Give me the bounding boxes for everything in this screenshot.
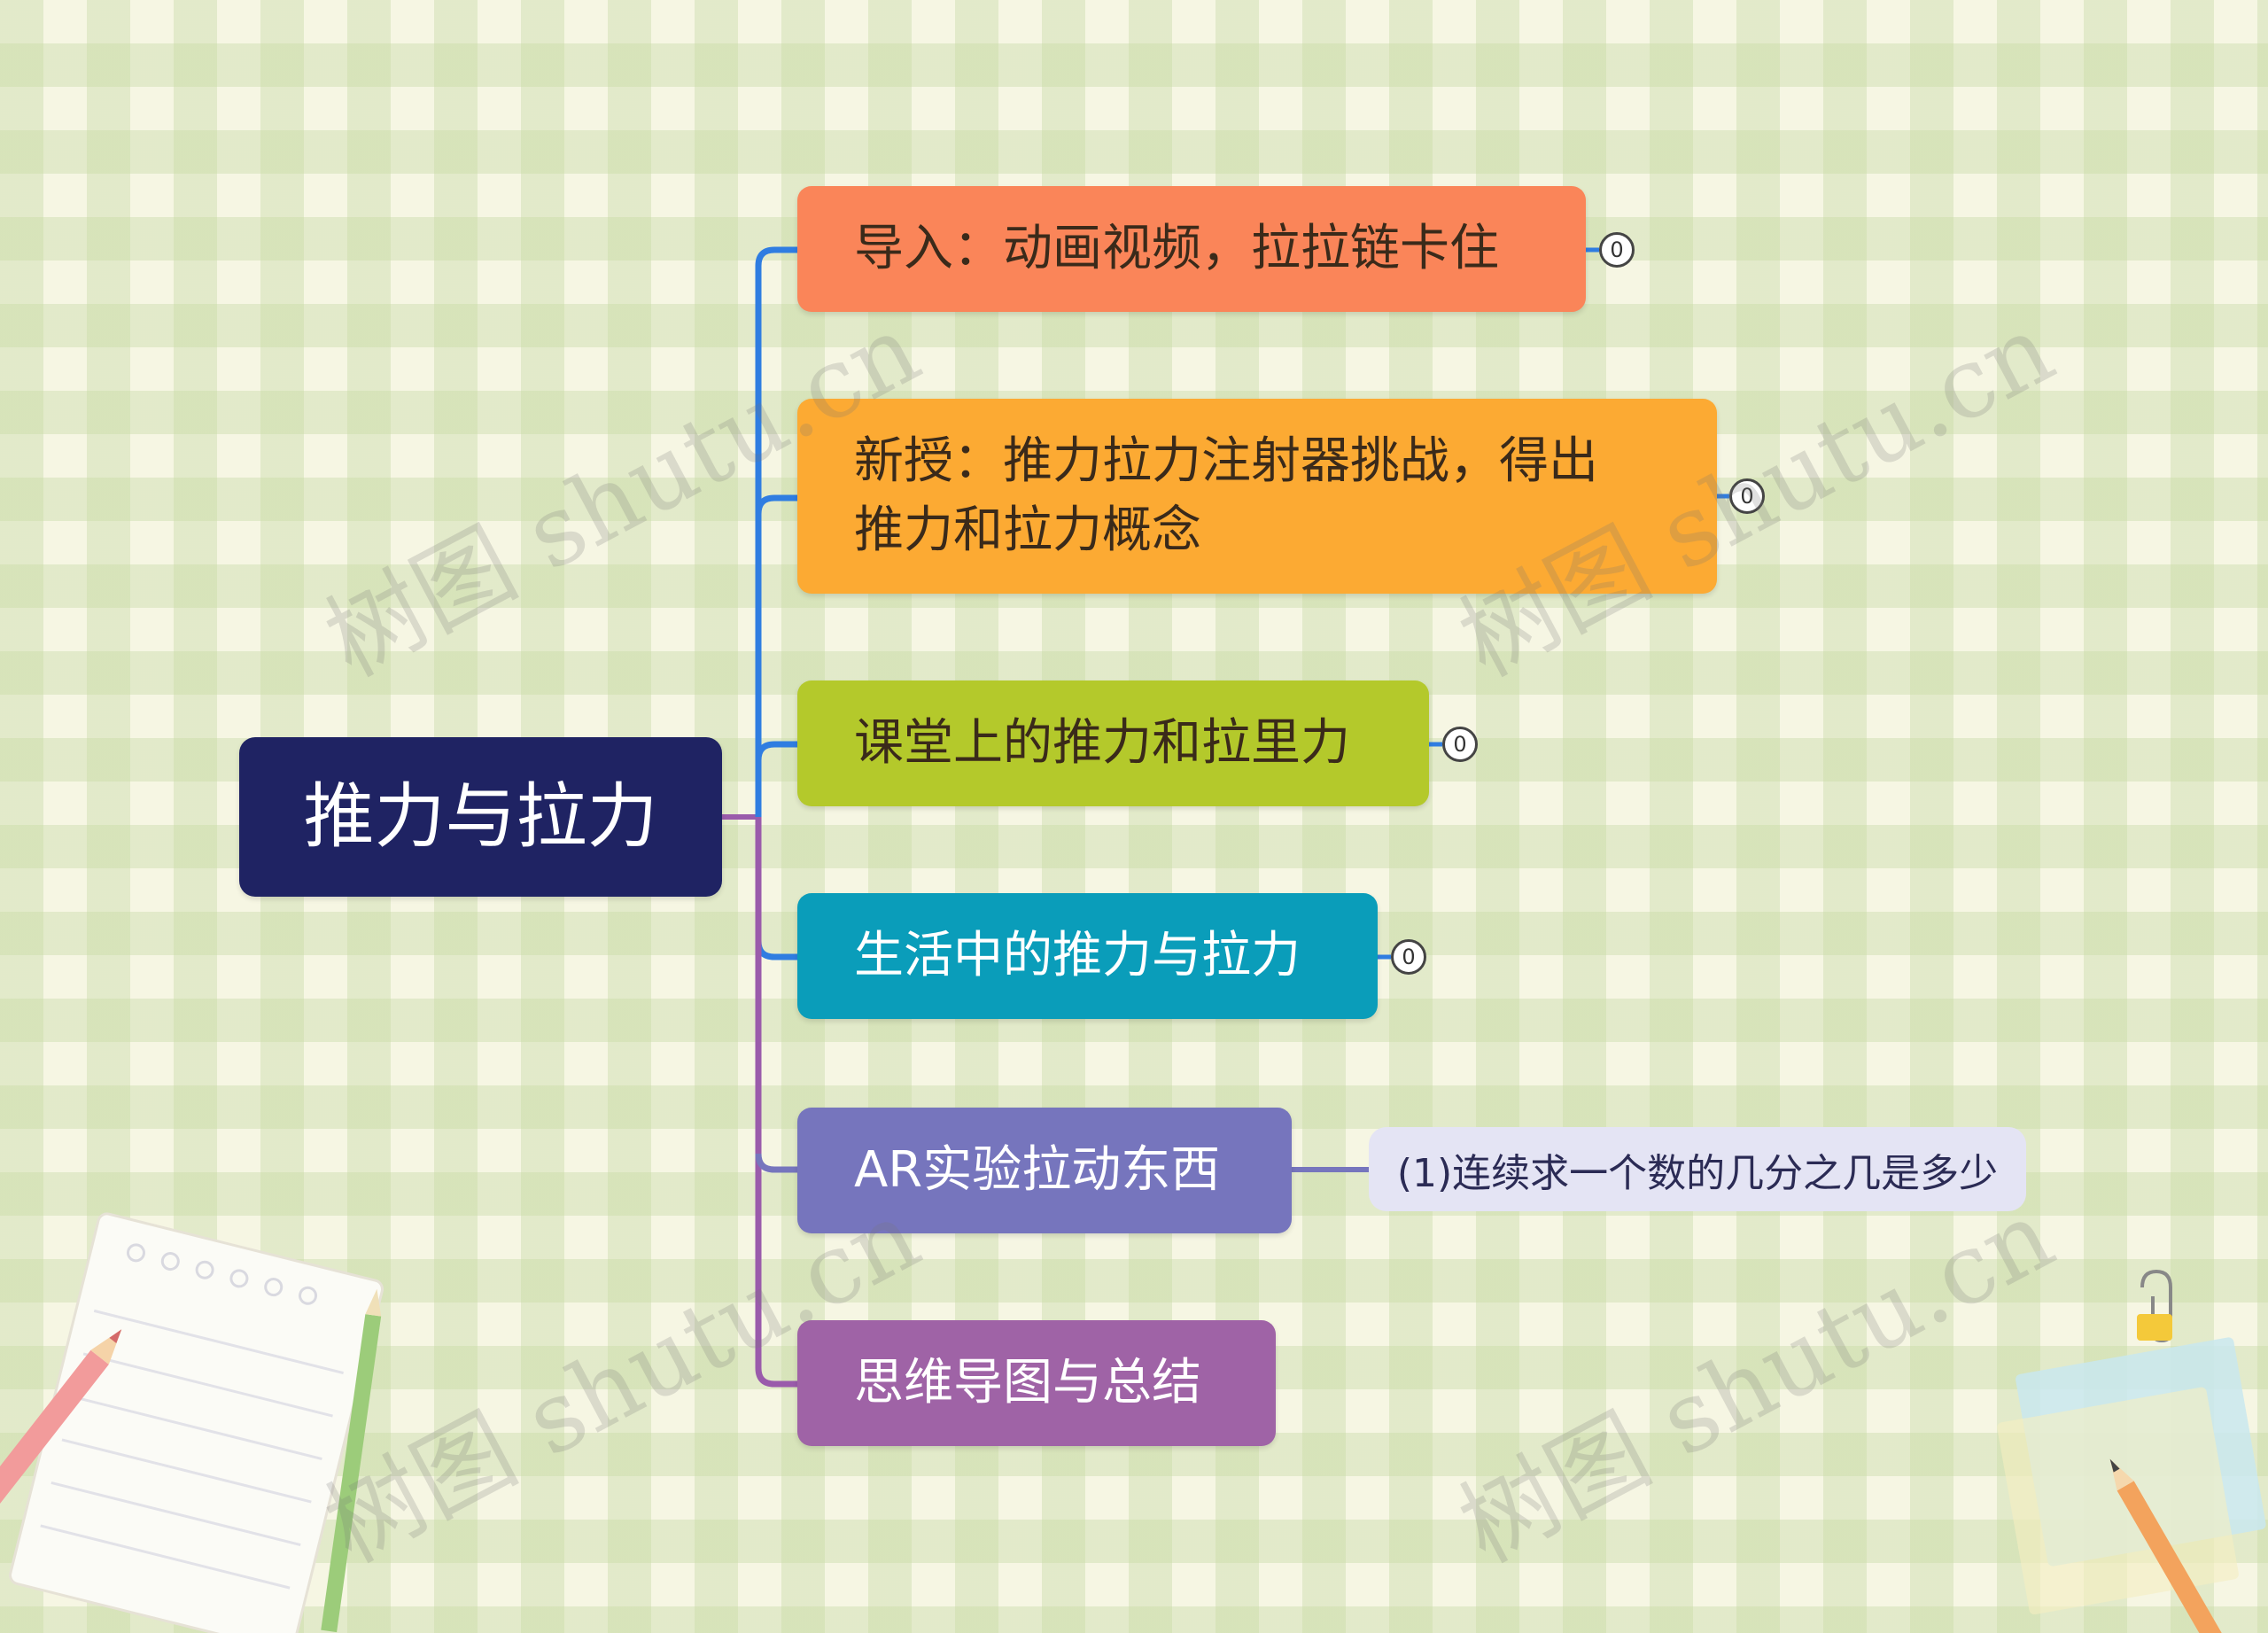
collapsed-count-badge[interactable]: 0 [1391,939,1426,975]
spine-upper [755,246,797,817]
leaf-node[interactable]: (1)连续求一个数的几分之几是多少 [1369,1127,2026,1211]
paperclip-icon [2137,1269,2172,1343]
branch-label: AR实验拉动东西 [854,1141,1221,1199]
link-branch-4 [755,1153,797,1173]
branch-label: 思维导图与总结 [854,1354,1201,1411]
branch-node-daily-life[interactable]: 生活中的推力与拉力 [797,893,1378,1019]
branch-node-summary[interactable]: 思维导图与总结 [797,1320,1276,1446]
notebook-decoration [0,1212,384,1633]
branch-label: 生活中的推力与拉力 [854,927,1301,984]
collapsed-count-badge[interactable]: 0 [1599,232,1635,268]
link-branch-1 [755,494,797,515]
branch-label: 新授：推力拉力注射器挑战，得出 推力和拉力概念 [854,432,1598,559]
collapsed-count-badge[interactable]: 0 [1729,478,1765,514]
branch-label: 导入：动画视频，拉拉链卡住 [854,220,1499,277]
root-label: 推力与拉力 [303,775,658,858]
branch-node-classroom[interactable]: 课堂上的推力和拉里力 [797,680,1429,806]
link-branch-3 [755,817,797,960]
leaf-label: (1)连续求一个数的几分之几是多少 [1396,1150,1999,1196]
branch-node-new-lesson[interactable]: 新授：推力拉力注射器挑战，得出 推力和拉力概念 [797,399,1717,594]
link-branch-2 [755,741,797,761]
branch-node-intro[interactable]: 导入：动画视频，拉拉链卡住 [797,186,1586,312]
branch-node-ar-experiment[interactable]: AR实验拉动东西 [797,1108,1292,1233]
root-node[interactable]: 推力与拉力 [239,737,722,897]
collapsed-count-badge[interactable]: 0 [1442,727,1478,762]
spine-lower [755,817,797,1388]
branch-label: 课堂上的推力和拉里力 [854,714,1350,772]
sticky-note-decoration [1997,1269,2266,1633]
